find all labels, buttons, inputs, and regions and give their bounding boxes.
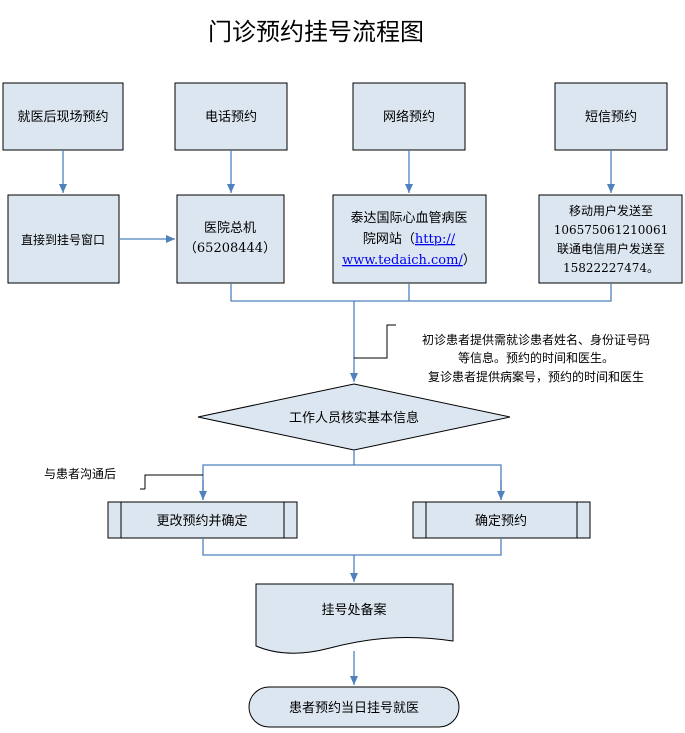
final-label: 患者预约当日挂号就医 <box>289 701 419 716</box>
website-link-b[interactable]: www.tedaich.com/ <box>342 253 463 268</box>
confirm-label: 确定预约 <box>475 514 527 529</box>
box-web-label: 网络预约 <box>383 109 435 125</box>
decision-verify-info: 工作人员核实基本信息 <box>197 383 511 451</box>
website-line-3-post: ） <box>463 253 476 268</box>
website-line-3: www.tedaich.com/） <box>342 253 476 268</box>
communicate-bracket <box>144 474 203 489</box>
registration-label: 挂号处备案 <box>321 602 386 618</box>
merge-line <box>230 283 612 302</box>
sms-line-3: 联通电信用户发送至 <box>557 241 665 256</box>
box-sms-label: 短信预约 <box>585 110 637 125</box>
box-sms-numbers: 移动用户发送至 106575061210061 联通电信用户发送至 158222… <box>538 194 683 284</box>
terminator-final: 患者预约当日挂号就医 <box>248 686 460 728</box>
website-line-2: 院网站（http:// <box>363 232 456 247</box>
box-phone-label: 电话预约 <box>205 110 257 125</box>
info-note-bracket <box>354 324 396 359</box>
info-note-line-2: 等信息。预约的时间和医生。 <box>458 350 614 365</box>
document-registration-record: 挂号处备案 <box>255 583 454 654</box>
website-line-1: 泰达国际心血管病医 <box>350 211 467 226</box>
branch-line <box>202 464 502 500</box>
website-link-a[interactable]: http:// <box>415 232 456 247</box>
box-onsite-label: 就医后现场预约 <box>17 110 108 125</box>
info-note-line-3: 复诊患者提供病案号，预约的时间和医生 <box>428 369 644 384</box>
sms-line-1: 移动用户发送至 <box>569 203 653 218</box>
switchboard-line-1: 医院总机 <box>204 221 256 236</box>
box-onsite-appointment: 就医后现场预约 <box>2 82 124 151</box>
box-registration-window: 直接到挂号窗口 <box>7 194 120 284</box>
box-hospital-website: 泰达国际心血管病医 院网站（http:// www.tedaich.com/） <box>332 194 487 284</box>
box-hospital-switchboard: 医院总机 （65208444） <box>176 194 285 284</box>
sms-line-4: 15822227474。 <box>563 261 659 275</box>
box-window-label: 直接到挂号窗口 <box>21 232 105 247</box>
website-line-2-pre: 院网站（ <box>363 232 415 247</box>
box-sms-appointment: 短信预约 <box>554 82 668 151</box>
merge-to-registration <box>202 538 502 556</box>
switchboard-line-2: （65208444） <box>184 241 276 256</box>
diagram-title: 门诊预约挂号流程图 <box>208 18 424 46</box>
box-change-and-confirm: 更改预约并确定 <box>107 501 298 539</box>
info-note-line-1: 初诊患者提供需就诊患者姓名、身份证号码 <box>422 332 650 347</box>
box-phone-appointment: 电话预约 <box>174 82 288 151</box>
sms-line-2: 106575061210061 <box>554 223 669 237</box>
communicate-note: 与患者沟通后 <box>44 467 116 481</box>
box-web-appointment: 网络预约 <box>352 82 466 151</box>
verify-label: 工作人员核实基本信息 <box>289 410 419 426</box>
box-confirm-appointment: 确定预约 <box>412 501 591 539</box>
change-confirm-label: 更改预约并确定 <box>156 514 247 529</box>
